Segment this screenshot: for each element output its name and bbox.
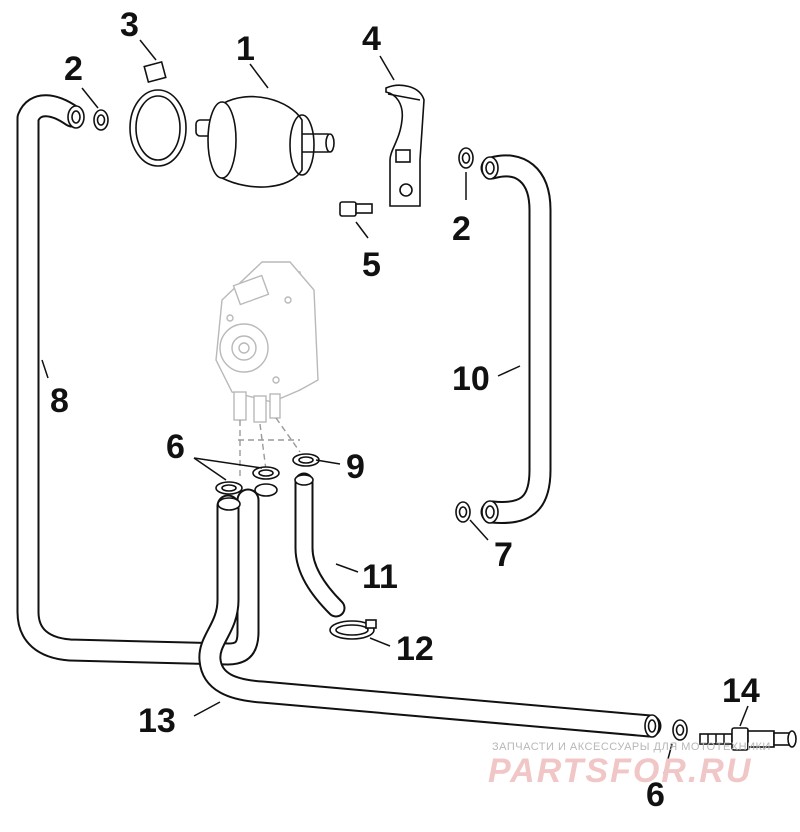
clamp-9	[292, 453, 320, 467]
screw-5	[339, 201, 373, 217]
callout-7: 7	[494, 536, 513, 574]
fuel-filter-1	[195, 95, 335, 188]
hose-11	[294, 472, 346, 618]
hose-8	[16, 94, 260, 666]
callout-10: 10	[452, 360, 490, 398]
callout-6: 6	[646, 776, 665, 814]
callout-12: 12	[396, 630, 434, 668]
callout-3: 3	[120, 6, 139, 44]
watermark-brand: PARTSFOR.RU	[488, 752, 752, 790]
fuel-pump	[215, 261, 319, 423]
callout-6: 6	[166, 428, 185, 466]
callout-4: 4	[362, 20, 381, 58]
callout-1: 1	[236, 30, 255, 68]
bracket-4	[385, 84, 425, 207]
leader-lines	[41, 39, 749, 775]
watermark-caption: ЗАПЧАСТИ И АКСЕССУАРЫ ДЛЯ МОТОТЕХНИКИ	[492, 741, 771, 753]
callout-13: 13	[138, 702, 176, 740]
assembly-guides	[238, 417, 301, 480]
callout-5: 5	[362, 246, 381, 284]
clamp-6-mid	[252, 466, 280, 480]
clamp-6-left	[215, 481, 243, 495]
hose-13-top-end	[217, 497, 241, 511]
clip-12	[329, 619, 377, 640]
callout-8: 8	[50, 382, 69, 420]
clamp-7	[455, 501, 471, 523]
clamp-6-right	[672, 719, 688, 741]
callout-2: 2	[452, 210, 471, 248]
callout-9: 9	[346, 448, 365, 486]
strap-3	[129, 60, 187, 167]
clamp-2-right	[458, 147, 474, 169]
callout-labels: 1 2 2 3 4 5 6 6 7 8 9 10 11 12 13 14	[50, 6, 760, 814]
hose-10	[480, 154, 552, 524]
clamp-2-left	[93, 109, 109, 131]
watermark: ЗАПЧАСТИ И АКСЕССУАРЫ ДЛЯ МОТОТЕХНИКИ PA…	[488, 741, 771, 790]
callout-11: 11	[362, 558, 398, 596]
hose-13	[198, 494, 662, 738]
callout-14: 14	[722, 672, 760, 710]
connector-14	[699, 727, 797, 751]
callout-2: 2	[64, 50, 83, 88]
hose-8-top-end	[254, 483, 278, 497]
